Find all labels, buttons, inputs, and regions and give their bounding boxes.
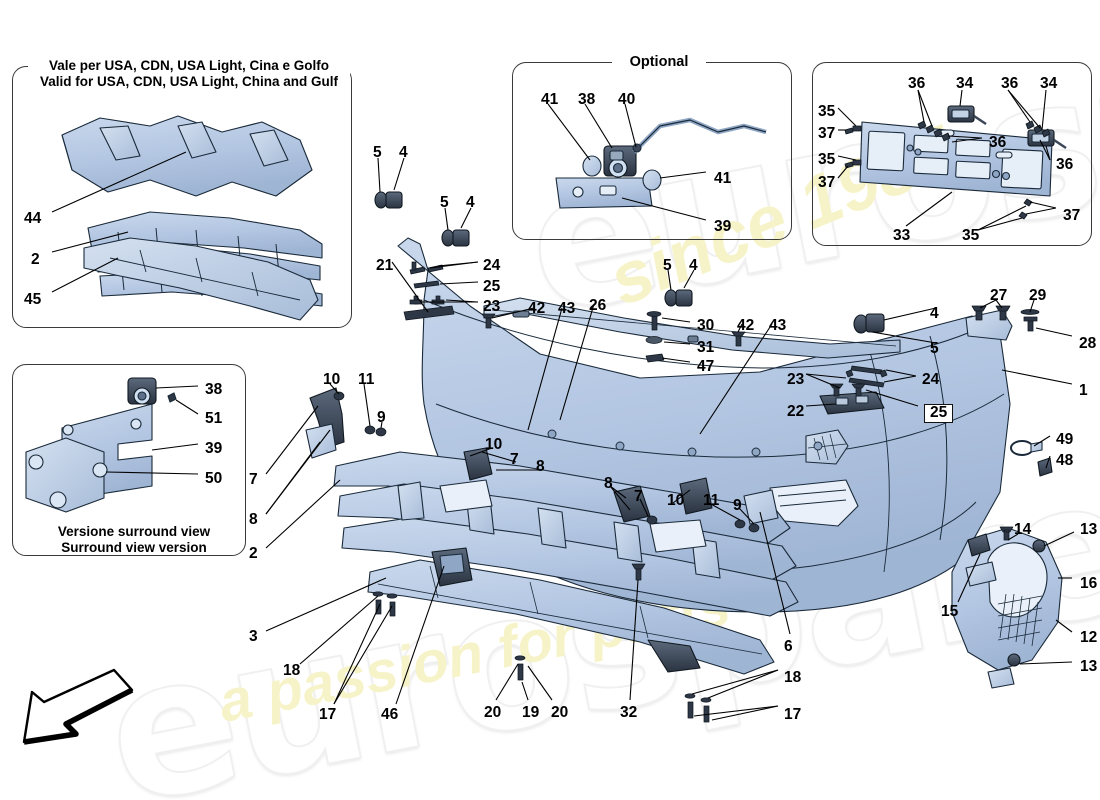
- callout-number-2: 2: [249, 545, 258, 562]
- callout-number-37: 37: [1063, 207, 1081, 224]
- callout-number-39: 39: [714, 218, 732, 235]
- callout-number-7: 7: [249, 471, 258, 488]
- callout-number-12: 12: [1080, 629, 1098, 646]
- callout-number-42: 42: [737, 317, 755, 334]
- panel-usa-variant: [12, 66, 352, 328]
- callout-number-10: 10: [667, 492, 685, 509]
- panel-surround-view: [12, 364, 246, 556]
- callout-number-26: 26: [589, 297, 607, 314]
- callout-number-39: 39: [205, 440, 223, 457]
- callout-number-4: 4: [466, 194, 475, 211]
- callout-number-3: 3: [249, 628, 258, 645]
- callout-number-1: 1: [1079, 382, 1088, 399]
- callout-number-15: 15: [941, 603, 959, 620]
- callout-number-48: 48: [1056, 452, 1074, 469]
- panel-surround-caption: Versione surround view Surround view ver…: [34, 524, 234, 555]
- callout-number-51: 51: [205, 410, 223, 427]
- callout-number-43: 43: [769, 317, 787, 334]
- callout-number-16: 16: [1080, 575, 1098, 592]
- callout-number-49: 49: [1056, 431, 1074, 448]
- callout-number-22: 22: [787, 403, 805, 420]
- panel-usa-caption-it: Vale per USA, CDN, USA Light, Cina e Gol…: [48, 58, 330, 73]
- callout-number-23: 23: [483, 298, 501, 315]
- callout-number-30: 30: [697, 317, 715, 334]
- callout-number-7: 7: [510, 451, 519, 468]
- callout-number-20: 20: [484, 704, 502, 721]
- callout-number-27: 27: [990, 287, 1008, 304]
- panel-optional-title: Optional: [612, 54, 706, 71]
- callout-number-32: 32: [620, 704, 638, 721]
- callout-number-35: 35: [818, 103, 836, 120]
- callout-number-21: 21: [376, 257, 394, 274]
- callout-number-5: 5: [663, 257, 672, 274]
- callout-number-7: 7: [634, 488, 643, 505]
- callout-number-38: 38: [578, 91, 596, 108]
- watermark-tagline: a passion for parts: [213, 572, 736, 735]
- panel-usa-caption: Vale per USA, CDN, USA Light, Cina e Gol…: [28, 58, 350, 89]
- callout-number-5: 5: [930, 340, 939, 357]
- callout-number-8: 8: [249, 511, 258, 528]
- callout-number-50: 50: [205, 470, 223, 487]
- callout-number-14: 14: [1014, 521, 1032, 538]
- callout-number-11: 11: [358, 371, 375, 388]
- panel-license-plate: [812, 62, 1092, 246]
- callout-number-38: 38: [205, 381, 223, 398]
- callout-number-10: 10: [323, 371, 341, 388]
- callout-number-36: 36: [1056, 156, 1074, 173]
- callout-number-29: 29: [1029, 287, 1047, 304]
- panel-surround-caption-en: Surround view version: [61, 539, 207, 555]
- callout-number-17: 17: [319, 706, 337, 723]
- callout-number-40: 40: [618, 91, 636, 108]
- callout-number-25: 25: [483, 278, 501, 295]
- callout-number-28: 28: [1079, 335, 1097, 352]
- callout-number-18: 18: [283, 662, 301, 679]
- front-direction-arrow: [22, 668, 134, 745]
- callout-number-42: 42: [528, 300, 546, 317]
- callout-number-17: 17: [784, 706, 802, 723]
- callout-number-8: 8: [604, 475, 613, 492]
- callout-number-36: 36: [908, 75, 926, 92]
- callout-number-20: 20: [551, 704, 569, 721]
- callout-number-11: 11: [703, 492, 720, 509]
- callout-number-41: 41: [541, 91, 559, 108]
- callout-number-34: 34: [1040, 75, 1058, 92]
- callout-number-9: 9: [377, 409, 386, 426]
- panel-optional: [512, 62, 792, 240]
- callout-number-24: 24: [922, 371, 940, 388]
- callout-number-45: 45: [24, 291, 42, 308]
- callout-number-23: 23: [787, 371, 805, 388]
- callout-number-13: 13: [1080, 658, 1098, 675]
- callout-number-8: 8: [536, 458, 545, 475]
- callout-number-25: 25: [924, 404, 954, 423]
- callout-number-10: 10: [485, 436, 503, 453]
- callout-number-34: 34: [956, 75, 974, 92]
- callout-number-36: 36: [989, 134, 1007, 151]
- callout-number-36: 36: [1001, 75, 1019, 92]
- callout-number-4: 4: [689, 257, 698, 274]
- panel-usa-caption-en: Valid for USA, CDN, USA Light, China and…: [39, 73, 338, 89]
- callout-number-33: 33: [893, 227, 911, 244]
- callout-number-24: 24: [483, 257, 501, 274]
- callout-number-5: 5: [440, 194, 449, 211]
- callout-number-5: 5: [373, 144, 382, 161]
- callout-number-37: 37: [818, 125, 836, 142]
- callout-number-9: 9: [733, 497, 742, 514]
- callout-number-35: 35: [818, 151, 836, 168]
- callout-number-18: 18: [784, 669, 802, 686]
- callout-number-44: 44: [24, 210, 42, 227]
- callout-number-4: 4: [399, 144, 408, 161]
- panel-surround-caption-it: Versione surround view: [57, 524, 211, 539]
- callout-number-13: 13: [1080, 521, 1098, 538]
- callout-number-43: 43: [558, 300, 576, 317]
- callout-number-6: 6: [784, 638, 793, 655]
- callout-number-35: 35: [962, 227, 980, 244]
- callout-number-19: 19: [522, 704, 540, 721]
- callout-number-2: 2: [31, 251, 40, 268]
- callout-number-31: 31: [697, 339, 715, 356]
- callout-number-37: 37: [818, 174, 836, 191]
- callout-number-47: 47: [697, 358, 715, 375]
- callout-number-41: 41: [714, 170, 732, 187]
- callout-number-46: 46: [381, 706, 399, 723]
- callout-number-4: 4: [930, 305, 939, 322]
